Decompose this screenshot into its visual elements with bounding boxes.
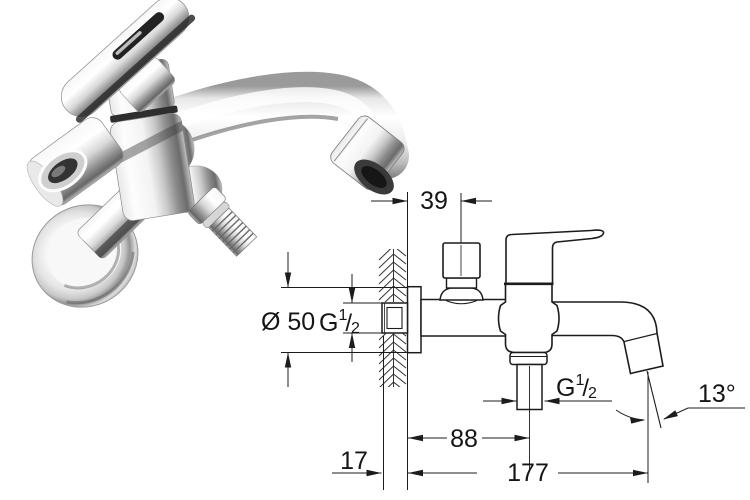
drawing-spout bbox=[551, 301, 664, 375]
reference-lines bbox=[281, 192, 462, 490]
technical-drawing: 39 Ø 50 G1/2 G1/2 13° 88 17 177 bbox=[261, 187, 745, 490]
dim-outlet-thread: G1/2 bbox=[556, 372, 597, 402]
drawing-body bbox=[497, 283, 560, 354]
dim-total-projection: 177 bbox=[507, 459, 549, 487]
dim-wall-thread: G1/2 bbox=[319, 307, 360, 337]
photo-lever-handle bbox=[60, 0, 196, 123]
drawing-wall-connector bbox=[381, 302, 409, 334]
product-photo bbox=[26, 0, 409, 308]
drawing-wall-pipe bbox=[420, 298, 508, 337]
photo-diverter-fitting bbox=[26, 117, 124, 207]
dim-top-offset: 39 bbox=[420, 187, 448, 215]
dim-spout-angle: 13° bbox=[698, 380, 736, 408]
dim-flange-diameter: Ø 50 bbox=[261, 308, 315, 336]
drawing-wall-flange bbox=[406, 285, 422, 354]
drawing-top-outlet bbox=[439, 242, 484, 305]
dim-wall-inset: 17 bbox=[340, 447, 368, 475]
drawing-bottom-outlet bbox=[509, 351, 548, 470]
drawing-handle bbox=[504, 229, 605, 286]
photo-spout bbox=[149, 71, 409, 195]
photo-threaded-outlet bbox=[188, 187, 258, 257]
dim-outlet-center: 88 bbox=[450, 425, 478, 453]
dimension-labels: 39 Ø 50 G1/2 G1/2 13° 88 17 177 bbox=[261, 187, 736, 487]
dimension-arrowheads bbox=[284, 197, 678, 477]
